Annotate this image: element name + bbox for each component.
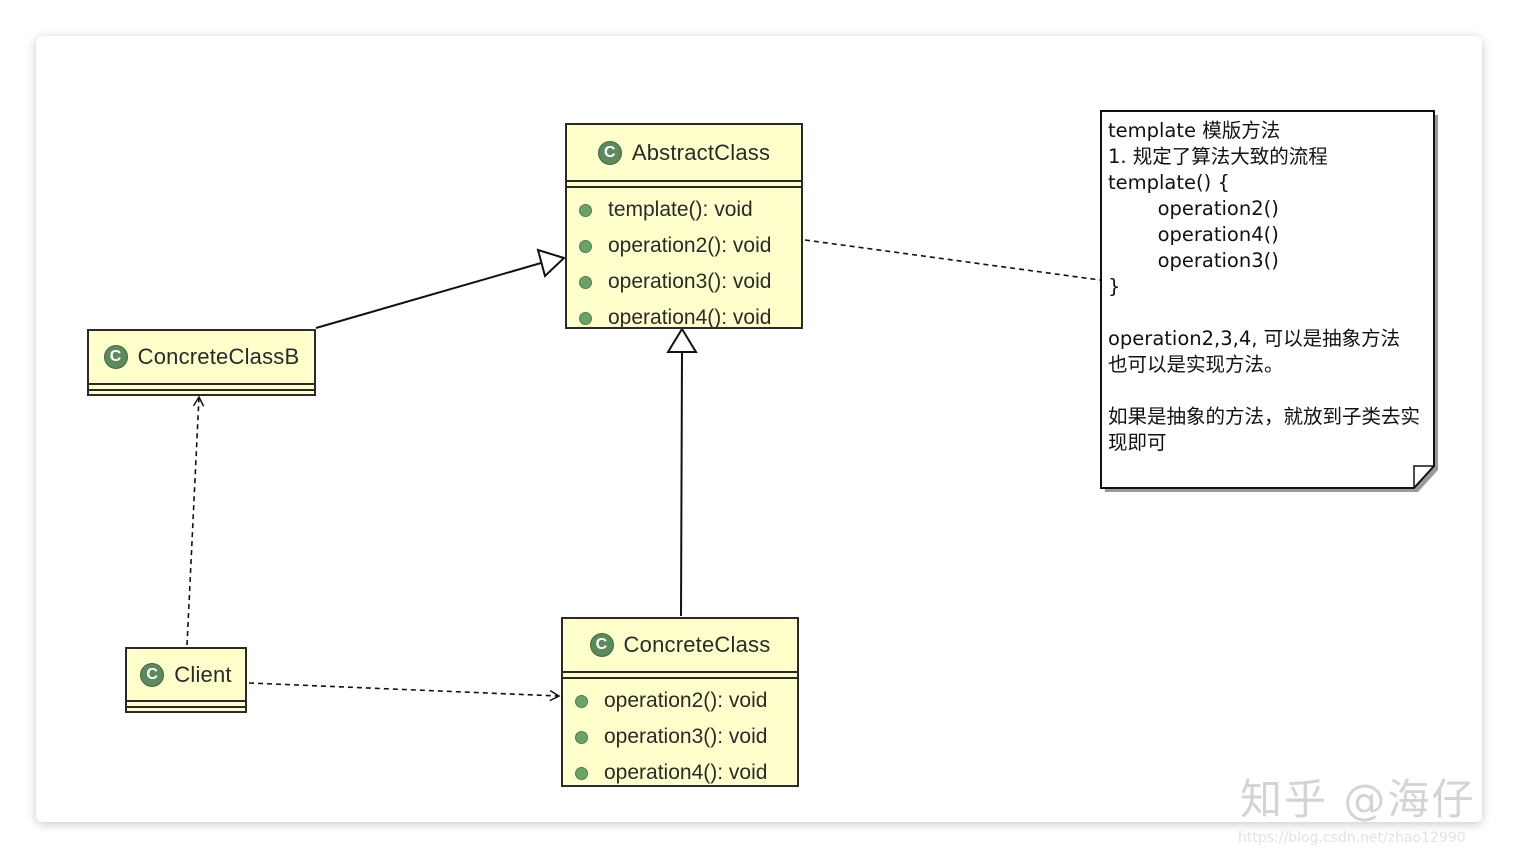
operation-row[interactable]: operation4(): void bbox=[567, 300, 801, 336]
class-icon: C bbox=[589, 633, 614, 657]
operation-signature: template(): void bbox=[608, 198, 753, 221]
class-icon: C bbox=[597, 140, 622, 165]
watermark: 知乎 @海仔 bbox=[1240, 775, 1476, 824]
operation-row[interactable]: operation2(): void bbox=[563, 683, 797, 719]
template-method-note[interactable]: template 模版方法 1. 规定了算法大致的流程 template() {… bbox=[1100, 110, 1434, 489]
note-fold bbox=[1413, 465, 1434, 488]
public-method-icon bbox=[579, 275, 592, 289]
public-method-icon bbox=[579, 239, 592, 253]
generalization-arrowhead-concreteclass bbox=[666, 327, 698, 353]
generalization-edge-concreteclassb bbox=[315, 262, 542, 329]
operation-signature: operation3(): void bbox=[608, 270, 772, 293]
operation-row[interactable]: operation3(): void bbox=[567, 264, 801, 300]
abstract-class-header: C AbstractClass bbox=[567, 125, 801, 180]
abstract-class-name: AbstractClass bbox=[631, 139, 771, 165]
operation-signature: operation4(): void bbox=[604, 761, 768, 784]
operation-signature: operation3(): void bbox=[604, 725, 768, 748]
concrete-class-b-header: C ConcreteClassB bbox=[89, 331, 314, 383]
concrete-class-box[interactable]: C ConcreteClass operation2(): void opera… bbox=[561, 617, 799, 787]
concrete-class-b-name: ConcreteClassB bbox=[137, 344, 300, 369]
generalization-edge-concreteclass bbox=[680, 351, 683, 617]
abstract-class-operations: template(): void operation2(): void oper… bbox=[567, 188, 801, 336]
class-compartment-divider bbox=[563, 671, 797, 679]
concrete-class-name: ConcreteClass bbox=[623, 632, 771, 657]
note-box bbox=[1100, 110, 1435, 489]
note-text: template 模版方法 1. 规定了算法大致的流程 template() {… bbox=[1108, 119, 1421, 454]
operation-signature: operation2(): void bbox=[604, 689, 768, 712]
dependency-edge-client-concreteclass bbox=[248, 682, 561, 702]
class-icon: C bbox=[103, 345, 128, 369]
public-method-icon bbox=[575, 766, 588, 780]
class-icon: C bbox=[140, 662, 165, 687]
client-class-name: Client bbox=[174, 661, 232, 687]
class-compartment-divider bbox=[567, 180, 801, 188]
public-method-icon bbox=[575, 730, 588, 744]
operation-row[interactable]: operation3(): void bbox=[563, 719, 797, 755]
concrete-class-operations: operation2(): void operation3(): void op… bbox=[563, 679, 797, 791]
operation-signature: operation2(): void bbox=[608, 234, 772, 257]
client-class-header: C Client bbox=[127, 649, 245, 700]
operation-signature: operation4(): void bbox=[608, 306, 772, 329]
watermark-url: https://blog.csdn.net/zhao12990 bbox=[1238, 830, 1466, 846]
operation-row[interactable]: template(): void bbox=[567, 192, 801, 228]
dependency-edge-client-concreteclassb bbox=[186, 395, 205, 646]
concrete-class-b-box[interactable]: C ConcreteClassB bbox=[87, 329, 316, 396]
client-class-box[interactable]: C Client bbox=[125, 647, 247, 713]
public-method-icon bbox=[579, 311, 592, 325]
concrete-class-header: C ConcreteClass bbox=[563, 619, 797, 671]
public-method-icon bbox=[579, 203, 592, 217]
operation-row[interactable]: operation4(): void bbox=[563, 755, 797, 791]
abstract-class-box[interactable]: C AbstractClass template(): void operati… bbox=[565, 123, 803, 329]
operation-row[interactable]: operation2(): void bbox=[567, 228, 801, 264]
public-method-icon bbox=[575, 694, 588, 708]
note-anchor-edge bbox=[804, 239, 1101, 281]
generalization-arrowhead-concreteclassb bbox=[536, 248, 566, 278]
class-compartment-divider bbox=[89, 383, 314, 391]
class-compartment-divider bbox=[127, 700, 245, 708]
